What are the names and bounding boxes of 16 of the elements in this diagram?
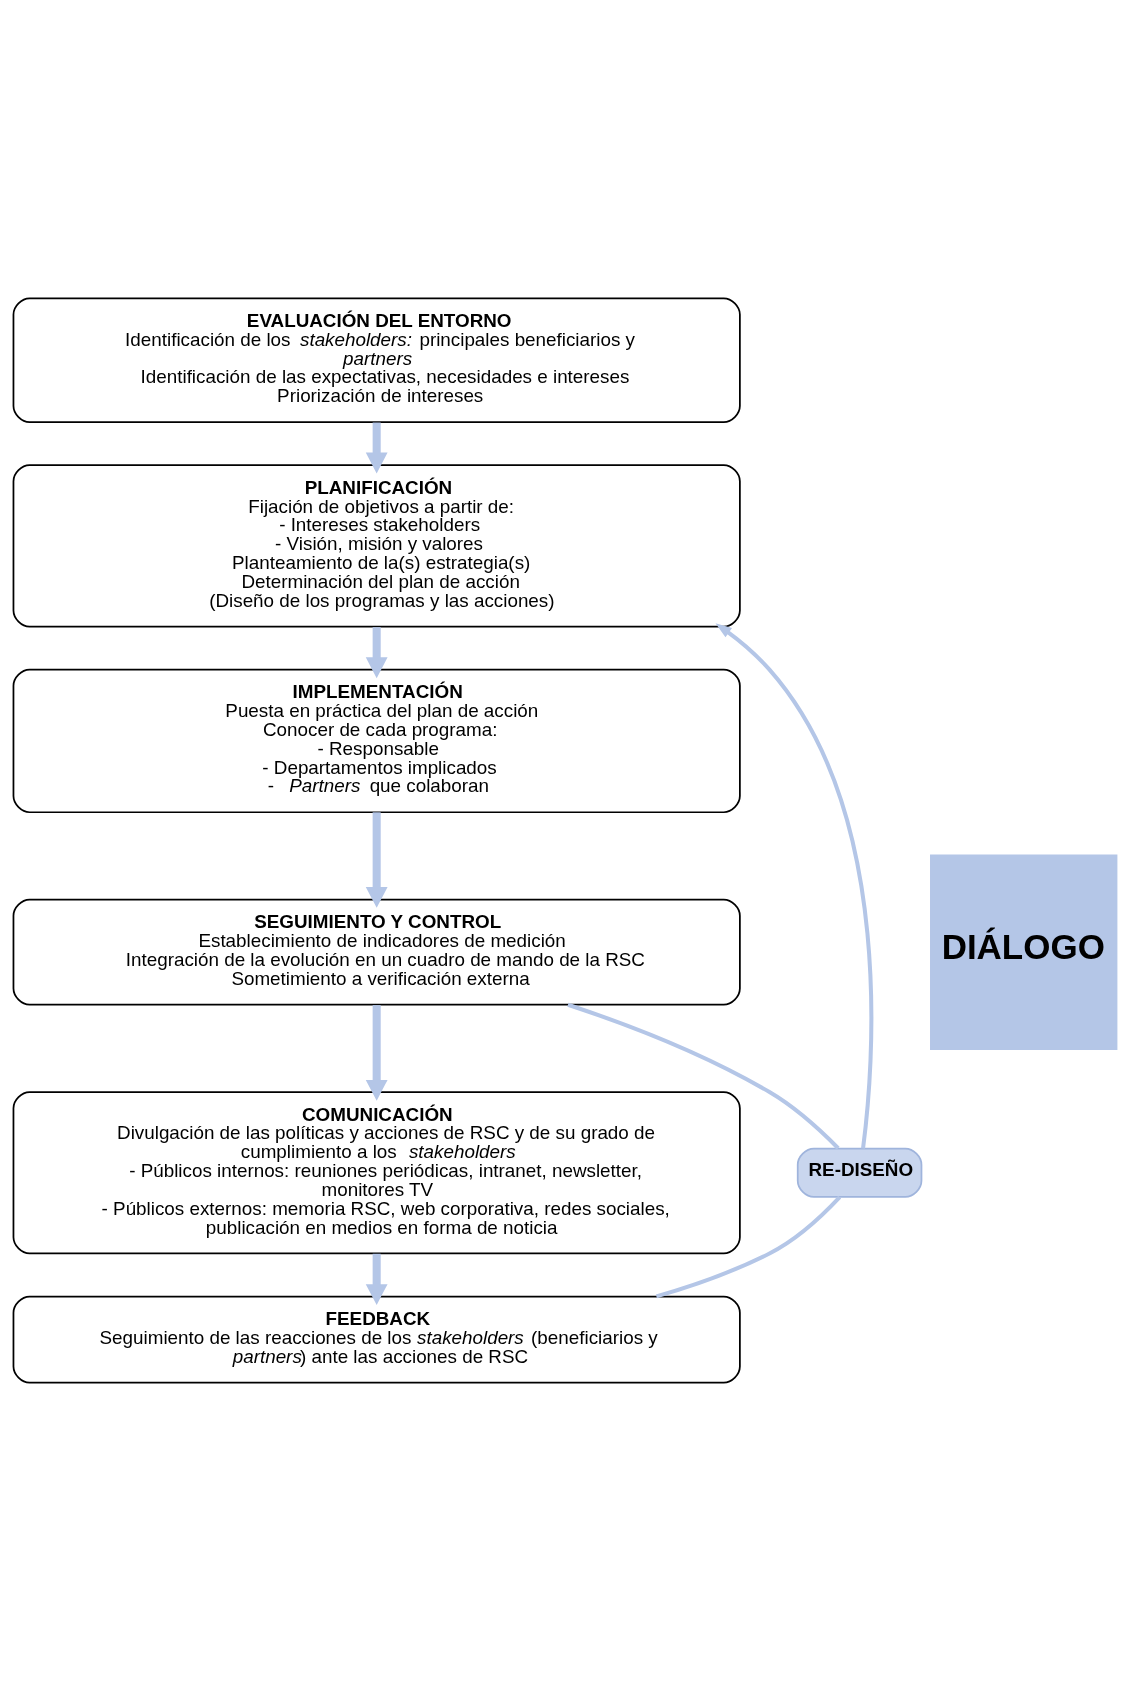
node-box: EVALUACIÓN DEL ENTORNO Identificación de los stakeholders: principales beneficiarios y partners Identificación de las expectativas, necesidades e intereses Priorización de intereses — [12, 297, 741, 423]
arrow — [365, 1005, 388, 1101]
arrow — [365, 812, 388, 908]
arrow — [365, 627, 388, 679]
connector — [655, 1195, 842, 1299]
arrow — [365, 422, 388, 474]
node-box: FEEDBACK Seguimiento de las reacciones de los stakeholders (beneficiarios y partners) ante las acciones de RSC — [12, 1295, 741, 1384]
node-box: PLANIFICACIÓN Fijación de objetivos a partir de: - Intereses stakeholders - Visión, misión y valores Planteamiento de la(s) estrategia(s) Determinación del plan de acción (Diseño de los programas y las acciones) — [12, 464, 741, 628]
node-box: RE-DISEÑO — [796, 1147, 923, 1198]
node-box: DIÁLOGO — [930, 854, 1118, 1050]
connector — [567, 1002, 840, 1150]
node-box: SEGUIMIENTO Y CONTROL Establecimiento de indicadores de medición Integración de la evolución en un cuadro de mando de la RSC Sometimiento a verificación externa — [12, 898, 741, 1006]
arrow — [365, 1253, 388, 1305]
node-box: IMPLEMENTACIÓN Puesta en práctica del plan de acción Conocer de cada programa: - Responsable - Departamentos implicados - Partners que colaboran — [12, 668, 741, 814]
node-box: COMUNICACIÓN Divulgación de las políticas y acciones de RSC y de su grado de cumplimiento a los stakeholders - Públicos internos: reuniones periódicas, intranet, newsletter, monitores TV - Públicos externos: memoria RSC, web corporativa, redes sociales, publicación en medios en forma de noticia — [12, 1091, 741, 1255]
arrow — [715, 623, 874, 1149]
